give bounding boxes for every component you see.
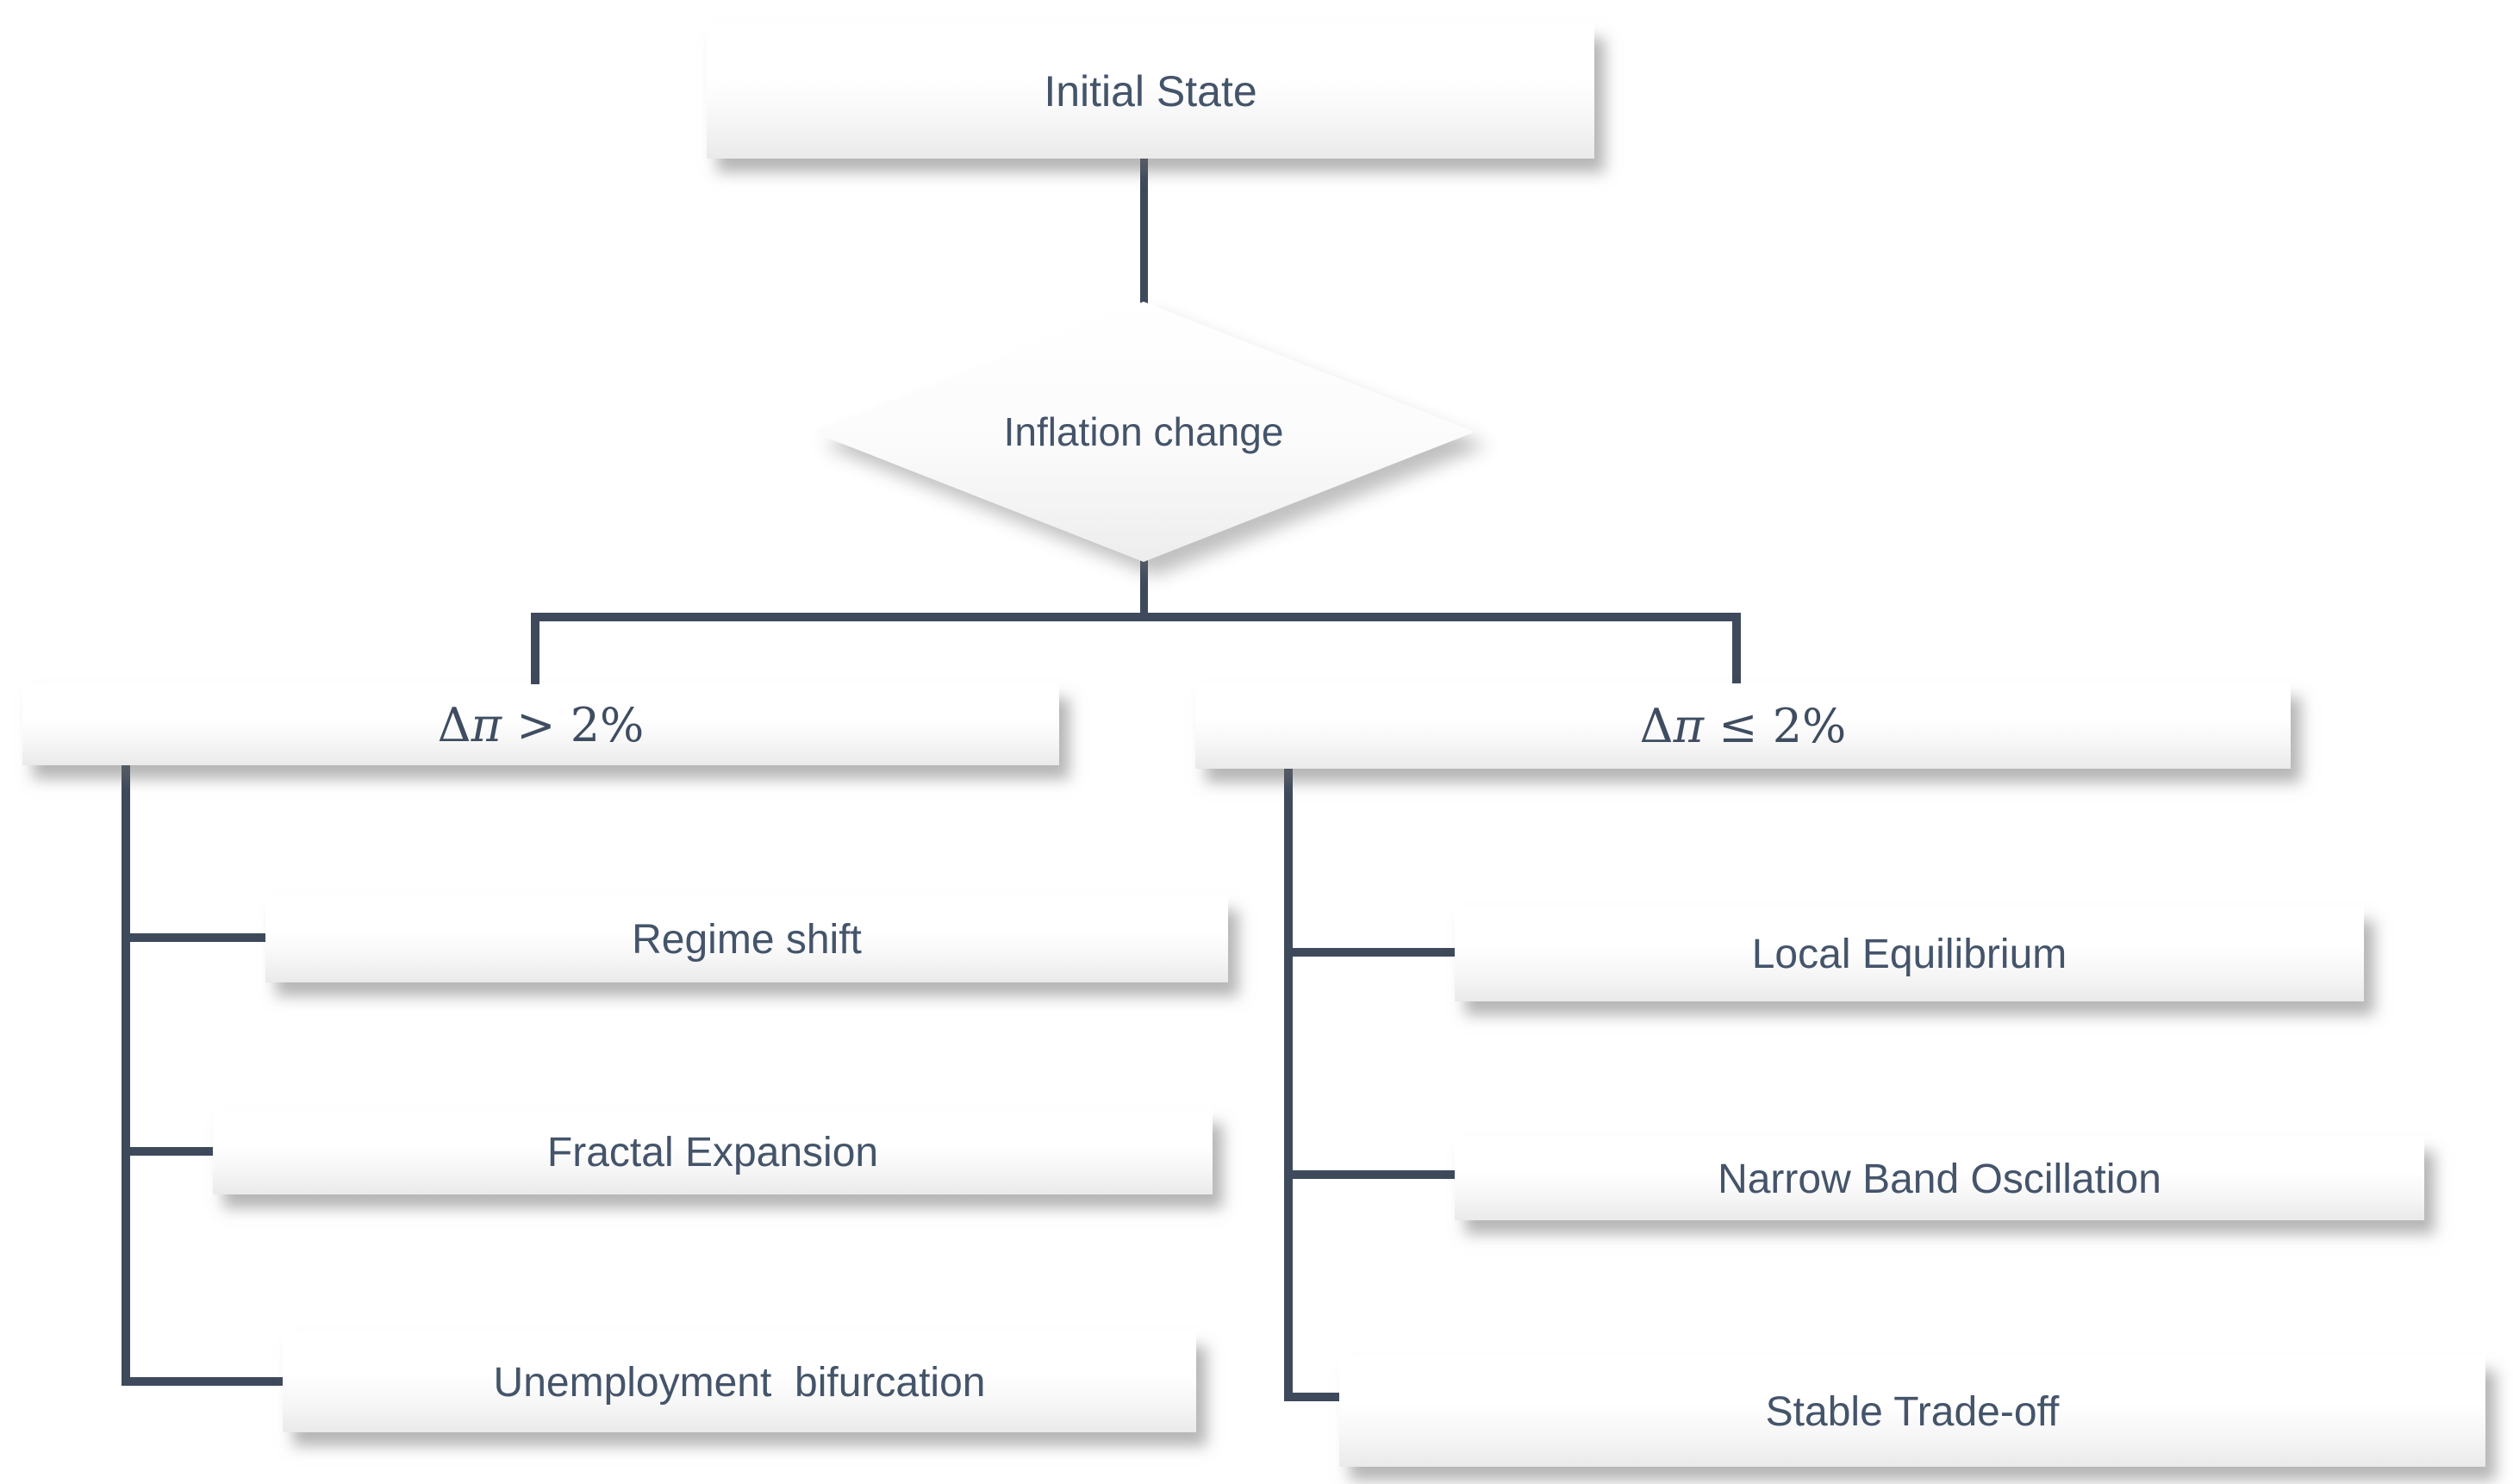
split-drop-left	[531, 613, 539, 686]
node-stable-trade-off: Stable Trade-off	[1339, 1356, 2485, 1467]
stable-trade-off-label: Stable Trade-off	[1765, 1388, 2060, 1435]
decision-diamond-wrap: Inflation change	[812, 302, 1475, 562]
local-equilibrium-label: Local Equilibrium	[1751, 931, 2067, 977]
left-connector-unemployment-bifurcation	[122, 1377, 302, 1386]
condition-right-label: Δπ ≤ 2%	[1640, 699, 1847, 753]
condition-left-operator-value: > 2%	[502, 697, 645, 752]
right-connector-local-equilibrium	[1284, 948, 1465, 957]
pi-symbol: π	[471, 697, 502, 752]
right-connector-narrow-band	[1284, 1170, 1465, 1179]
right-trunk-line	[1284, 764, 1293, 1401]
delta-symbol: Δ	[1639, 699, 1674, 753]
connector-initial-to-decision	[1140, 155, 1148, 306]
node-regime-shift: Regime shift	[265, 896, 1228, 982]
left-connector-regime-shift	[122, 933, 272, 942]
left-trunk-line	[122, 758, 130, 1386]
connector-decision-to-split	[1140, 556, 1148, 620]
split-bar	[531, 613, 1741, 621]
node-local-equilibrium: Local Equilibrium	[1455, 907, 2364, 1001]
node-fractal-expansion: Fractal Expansion	[213, 1110, 1213, 1194]
pi-symbol: π	[1673, 699, 1705, 753]
narrow-band-oscillation-label: Narrow Band Oscillation	[1718, 1156, 2161, 1202]
node-unemployment-bifurcation: Unemployment bifurcation	[283, 1332, 1196, 1432]
left-connector-fractal-expansion	[122, 1147, 221, 1156]
unemployment-bifurcation-label: Unemployment bifurcation	[493, 1359, 986, 1406]
condition-right-operator-value: ≤ 2%	[1704, 699, 1847, 753]
decision-label: Inflation change	[1003, 408, 1284, 454]
delta-symbol: Δ	[437, 697, 471, 752]
regime-shift-label: Regime shift	[632, 916, 862, 963]
right-connector-stable-tradeoff	[1284, 1393, 1379, 1401]
fractal-expansion-label: Fractal Expansion	[546, 1129, 879, 1175]
condition-left-node: Δπ > 2%	[22, 684, 1059, 765]
initial-state-label: Initial State	[1044, 67, 1257, 115]
condition-left-label: Δπ > 2%	[438, 698, 645, 752]
decision-diamond: Inflation change	[812, 302, 1475, 562]
node-narrow-band-oscillation: Narrow Band Oscillation	[1455, 1138, 2424, 1220]
initial-state-node: Initial State	[707, 24, 1594, 159]
condition-right-node: Δπ ≤ 2%	[1195, 683, 2291, 769]
split-drop-right	[1732, 613, 1741, 686]
